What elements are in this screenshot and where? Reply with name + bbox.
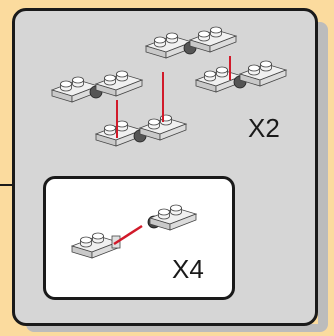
main-quantity-label: X2 xyxy=(248,113,280,143)
hinge-plate-icon xyxy=(195,60,287,93)
sub-quantity-label: X4 xyxy=(172,254,204,284)
hinge-plate-icon xyxy=(145,26,237,59)
hinge-plate-icon xyxy=(147,204,197,231)
sub-assembly-panel xyxy=(43,176,235,300)
panel-shadow xyxy=(318,22,328,332)
hinge-plate-icon xyxy=(71,232,121,259)
panel-shadow-bottom xyxy=(26,324,326,332)
connector-line-icon xyxy=(113,224,143,246)
hinge-plate-icon xyxy=(51,70,143,103)
callout-pointer-line xyxy=(0,184,14,186)
hinge-plate-icon xyxy=(95,114,187,147)
